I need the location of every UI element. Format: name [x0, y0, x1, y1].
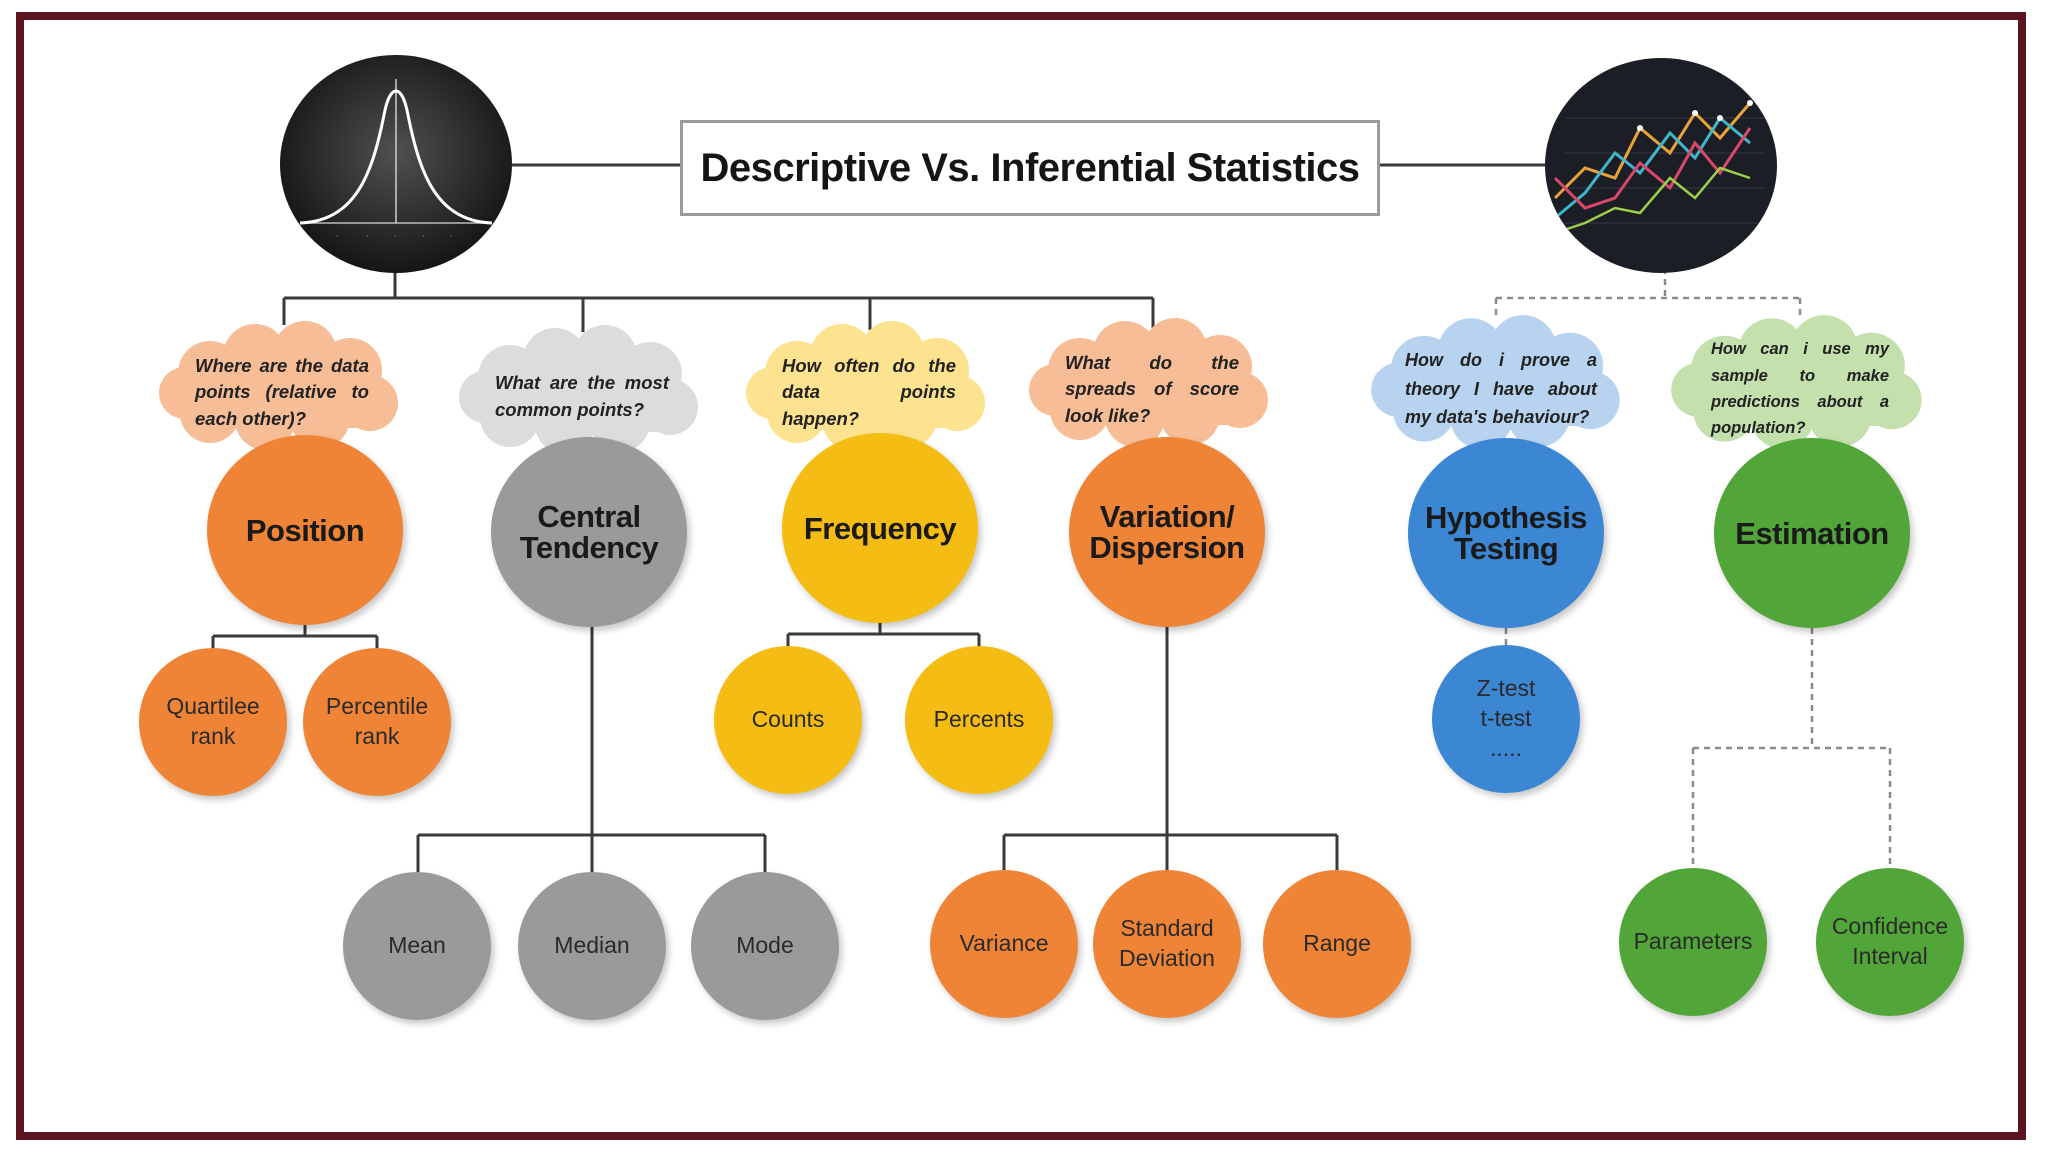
question-cloud-estimation: How can i use my sample to make predicti… — [1667, 312, 1929, 452]
question-text: How can i use my sample to make predicti… — [1711, 340, 1889, 438]
cloud-shape — [1029, 318, 1268, 447]
node-position: Position — [207, 435, 403, 625]
svg-text:·: · — [336, 232, 339, 241]
node-hypothesis-testing: Hypothesis Testing — [1408, 438, 1604, 628]
question-text: How often do the data points happen? — [782, 355, 956, 429]
leaf-mode: Mode — [691, 872, 839, 1020]
bell-curve-photo: · · · · · — [280, 55, 512, 273]
line-chart-photo — [1545, 58, 1777, 273]
node-estimation: Estimation — [1714, 438, 1910, 628]
leaf-range: Range — [1263, 870, 1411, 1018]
svg-text:·: · — [394, 232, 397, 241]
leaf-z-test-t-test: Z-test t-test ..... — [1432, 645, 1580, 793]
node-variation-dispersion: Variation/ Dispersion — [1069, 437, 1265, 627]
leaf-confidence-interval: Confidence Interval — [1816, 868, 1964, 1016]
question-cloud-central-tendency: What are the most common points? — [455, 322, 705, 457]
question-cloud-hypothesis: How do i prove a theory I have about my … — [1367, 312, 1627, 452]
leaf-quartile-rank: Quartilee rank — [139, 648, 287, 796]
line-chart-icon — [1545, 58, 1777, 273]
border-frame — [16, 12, 2026, 1140]
question-cloud-position: Where are the data points (relative to e… — [155, 318, 405, 453]
cloud-shape — [1671, 315, 1922, 449]
cloud-shape — [459, 325, 698, 454]
question-text: What are the most common points? — [495, 372, 669, 420]
node-frequency: Frequency — [782, 433, 978, 623]
svg-text:·: · — [450, 232, 453, 241]
question-text: How do i prove a theory I have about my … — [1405, 349, 1597, 428]
leaf-percentile-rank: Percentile rank — [303, 648, 451, 796]
cloud-shape — [1371, 315, 1620, 449]
svg-text:·: · — [422, 232, 425, 241]
question-text: Where are the data points (relative to e… — [195, 355, 369, 429]
question-cloud-frequency: How often do the data points happen? — [742, 318, 992, 453]
leaf-percents: Percents — [905, 646, 1053, 794]
leaf-counts: Counts — [714, 646, 862, 794]
bell-curve-icon: · · · · · — [280, 55, 512, 273]
leaf-standard-deviation: Standard Deviation — [1093, 870, 1241, 1018]
svg-text:·: · — [366, 232, 369, 241]
question-cloud-variation: What do the spreads of score look like? — [1025, 315, 1275, 450]
leaf-parameters: Parameters — [1619, 868, 1767, 1016]
question-text: What do the spreads of score look like? — [1065, 352, 1239, 426]
leaf-median: Median — [518, 872, 666, 1020]
page-title: Descriptive Vs. Inferential Statistics — [680, 120, 1380, 216]
cloud-shape — [746, 321, 985, 450]
leaf-variance: Variance — [930, 870, 1078, 1018]
cloud-shape — [159, 321, 398, 450]
leaf-mean: Mean — [343, 872, 491, 1020]
node-central-tendency: Central Tendency — [491, 437, 687, 627]
